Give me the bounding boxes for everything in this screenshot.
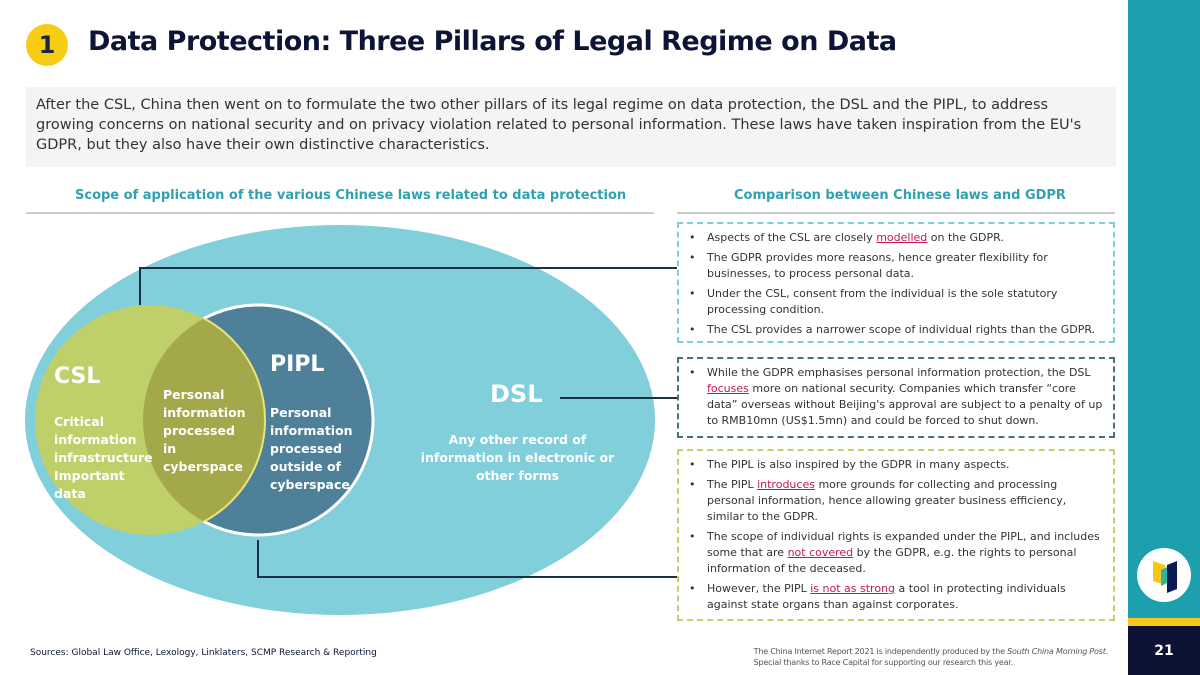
bullet-item: Under the CSL, consent from the individu… [689, 286, 1105, 318]
credit-text-end: . [1105, 647, 1109, 656]
credit-note: The China Internet Report 2021 is indepe… [753, 646, 1109, 668]
bullet-item: The PIPL is also inspired by the GDPR in… [689, 457, 1105, 473]
highlight-link[interactable]: focuses [707, 382, 749, 395]
divider [677, 212, 1115, 214]
bullet-text: Under the CSL, consent from the individu… [707, 287, 1058, 316]
dsl-description: Any other record of information in elect… [420, 432, 615, 483]
credit-thanks: Special thanks to Race Capital for suppo… [753, 658, 1014, 667]
highlight-link[interactable]: introduces [757, 478, 815, 491]
pipl-label: PIPL [270, 352, 325, 377]
bullet-item: The PIPL introduces more grounds for col… [689, 477, 1105, 525]
dsl-comparison-box: While the GDPR emphasises personal infor… [677, 357, 1115, 438]
bullet-text: Aspects of the CSL are closely [707, 231, 877, 244]
csl-comparison-box: Aspects of the CSL are closely modelled … [677, 222, 1115, 343]
bullet-text: on the GDPR. [927, 231, 1004, 244]
bullet-item: The CSL provides a narrower scope of ind… [689, 322, 1105, 338]
bullet-text: more on national security. Companies whi… [707, 382, 1103, 427]
publisher-name: South China Morning Post [1007, 647, 1106, 656]
bullet-item: The scope of individual rights is expand… [689, 529, 1105, 577]
bullet-text: While the GDPR emphasises personal infor… [707, 366, 1091, 379]
bullet-text: The PIPL is also inspired by the GDPR in… [707, 458, 1010, 471]
bullet-text: more grounds for collecting and processi… [707, 478, 1067, 523]
divider [26, 212, 654, 214]
bullet-text: by the GDPR, e.g. the rights to personal… [707, 546, 1077, 575]
highlight-link[interactable]: modelled [876, 231, 928, 244]
bullet-item: However, the PIPL is not as strong a too… [689, 581, 1105, 613]
highlight-link[interactable]: not covered [787, 546, 854, 559]
connector-csl [139, 267, 677, 305]
dsl-label: DSL [490, 380, 543, 408]
bullet-text: The CSL provides a narrower scope of ind… [707, 323, 1096, 336]
left-section-heading: Scope of application of the various Chin… [75, 188, 627, 203]
overlap-description: Personal information processed in cybers… [163, 387, 246, 474]
bullet-text: However, the PIPL [707, 582, 811, 595]
overlap-region [143, 305, 265, 535]
accent-strip [1128, 618, 1200, 626]
intro-text: After the CSL, China then went on to for… [26, 87, 1116, 167]
sources-note: Sources: Global Law Office, Lexology, Li… [30, 648, 377, 658]
logo-icon [1137, 548, 1191, 602]
highlight-link[interactable]: is not as strong [810, 582, 896, 595]
bullet-text: The scope of individual rights is expand… [707, 530, 1100, 559]
bullet-item: While the GDPR emphasises personal infor… [689, 365, 1105, 429]
credit-text: The China Internet Report 2021 is indepe… [753, 647, 1008, 656]
csl-label: CSL [54, 364, 101, 389]
section-number-badge: 1 [26, 24, 68, 66]
bullet-text: a tool in protecting individuals against… [707, 582, 1066, 611]
page-title: Data Protection: Three Pillars of Legal … [88, 26, 897, 57]
page-number: 21 [1128, 626, 1200, 675]
sidebar-band [1128, 0, 1200, 618]
pipl-comparison-box: The PIPL is also inspired by the GDPR in… [677, 449, 1115, 621]
csl-description: Critical information infrastructure Impo… [54, 414, 153, 501]
bullet-text: The PIPL [707, 478, 758, 491]
bullet-text: The GDPR provides more reasons, hence gr… [707, 251, 1048, 280]
connector-pipl [257, 540, 677, 578]
pipl-description: Personal information processed outside o… [270, 405, 353, 492]
bullet-item: Aspects of the CSL are closely modelled … [689, 230, 1105, 246]
right-section-heading: Comparison between Chinese laws and GDPR [734, 188, 1066, 203]
overlap-outline [143, 305, 266, 535]
venn-diagram [25, 225, 677, 615]
bullet-item: The GDPR provides more reasons, hence gr… [689, 250, 1105, 282]
